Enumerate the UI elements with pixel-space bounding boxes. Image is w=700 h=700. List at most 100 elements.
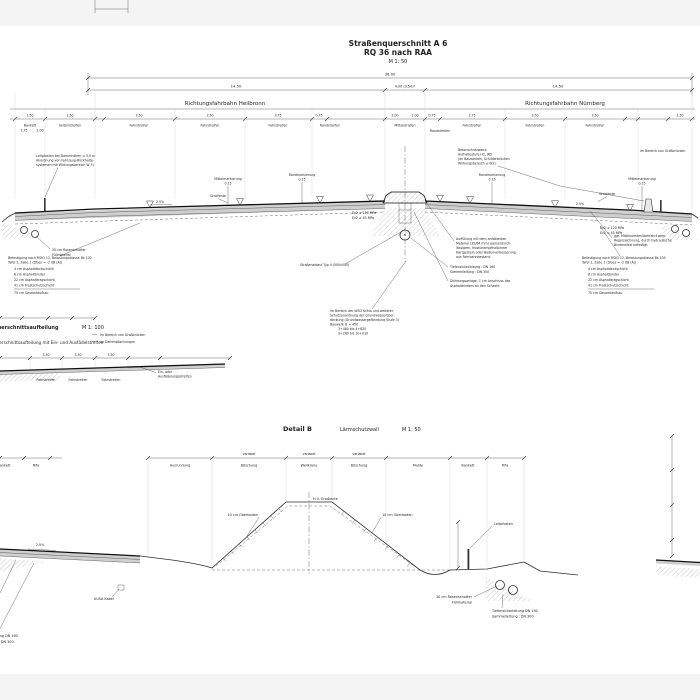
svg-text:75 cm Gesamtaufbau: 75 cm Gesamtaufbau bbox=[588, 291, 622, 295]
svg-text:3.50: 3.50 bbox=[42, 353, 49, 357]
svg-text:22 cm Asphalttragschicht: 22 cm Asphalttragschicht bbox=[588, 278, 630, 282]
noise-wall-profile: H.ü. Gradiente 10 cm Oberboden 10 cm Obe… bbox=[139, 492, 525, 575]
cable-duct-icon bbox=[117, 584, 125, 591]
svg-text:Fahrstreifen: Fahrstreifen bbox=[586, 124, 605, 128]
svg-text:0.15: 0.15 bbox=[638, 182, 645, 186]
detail-b-chains: Bankett Rifa variabel variabel variabel … bbox=[0, 452, 527, 568]
note-leitpfosten: Leitpfosten bei Dammhöhen ≥ 3,0 m Anordn… bbox=[36, 154, 95, 198]
dim-right-half: 14.50 bbox=[553, 84, 564, 89]
svg-text:Randmarkierung: Randmarkierung bbox=[289, 173, 316, 177]
svg-text:Bindemittel befestigt: Bindemittel befestigt bbox=[614, 243, 648, 247]
svg-text:Mittelmarkierung: Mittelmarkierung bbox=[628, 177, 655, 181]
svg-text:10 cm Oberboden: 10 cm Oberboden bbox=[382, 513, 413, 517]
svg-text:Ev2 ≥ 45 MPa: Ev2 ≥ 45 MPa bbox=[600, 231, 622, 235]
dim-left-half: 14.50 bbox=[231, 84, 242, 89]
svg-text:Ausrundung: Ausrundung bbox=[170, 464, 191, 468]
svg-text:Schutzanordnung der Grundwasse: Schutzanordnung der Grundwasserüber- bbox=[330, 314, 395, 318]
svg-text:3.50: 3.50 bbox=[206, 114, 213, 118]
svg-text:3.50: 3.50 bbox=[531, 114, 538, 118]
svg-text:3.50: 3.50 bbox=[135, 114, 142, 118]
svg-text:2.5%: 2.5% bbox=[36, 543, 45, 547]
svg-text:3.50: 3.50 bbox=[107, 353, 114, 357]
sheet-scale: M 1: 50 bbox=[389, 59, 408, 65]
level-triangle-icon bbox=[466, 196, 474, 204]
svg-text:Fahrstreifen: Fahrstreifen bbox=[69, 378, 88, 382]
svg-text:4 cm Asphaltdeckschicht: 4 cm Asphaltdeckschicht bbox=[14, 267, 55, 271]
svg-text:Randstreifen: Randstreifen bbox=[320, 124, 340, 128]
svg-text:Ausfädelungsstreifen: Ausfädelungsstreifen bbox=[158, 375, 192, 379]
note-grossbruecken: im Bereich von Großbrücken bbox=[640, 149, 685, 153]
detail-b-right-road: Leitpfosten 30 cm Rasenschotter Füllmate… bbox=[436, 519, 579, 619]
svg-text:Bankett: Bankett bbox=[24, 124, 37, 128]
svg-text:Rifa: Rifa bbox=[502, 464, 509, 468]
section2: querschnittsaufteilung M 1: 100 querschn… bbox=[0, 315, 233, 382]
embankment-hatch-right bbox=[662, 224, 698, 240]
svg-text:H.ü. Gradiente: H.ü. Gradiente bbox=[313, 497, 338, 501]
svg-text:Randstreifen: Randstreifen bbox=[430, 129, 450, 133]
svg-text:2.50: 2.50 bbox=[66, 114, 73, 118]
svg-text:Mittelmarkierung: Mittelmarkierung bbox=[214, 177, 241, 181]
drain-pipe-icon bbox=[31, 230, 39, 238]
svg-text:Hartgestein oder Bodenverbesse: Hartgestein oder Bodenverbesserung bbox=[456, 251, 516, 255]
svg-text:2.00: 2.00 bbox=[411, 114, 418, 118]
far-right-cut-detail bbox=[655, 433, 700, 578]
pavement-spec-right: Befestigung nach RStO 12, Belastungsklas… bbox=[581, 225, 666, 295]
svg-text:Böschung: Böschung bbox=[351, 464, 368, 468]
slope-hatching bbox=[222, 508, 411, 567]
svg-text:Anordnung von Fahrzeug-Rückhal: Anordnung von Fahrzeug-Rückhalte- bbox=[36, 159, 94, 163]
svg-text:Betonschutzwand,: Betonschutzwand, bbox=[458, 148, 487, 152]
svg-text:Seitenstreifen: Seitenstreifen bbox=[59, 124, 81, 128]
svg-text:variabel: variabel bbox=[243, 452, 256, 456]
detail-b-left-road: 2.5% Tiefensickerleitung DN 160 Sammelle… bbox=[0, 543, 141, 644]
dim-median: 4.00 (3.50)* bbox=[395, 85, 416, 89]
svg-text:Bauwerk D = 450: Bauwerk D = 450 bbox=[330, 323, 358, 327]
section2-scale: M 1: 100 bbox=[82, 325, 104, 331]
svg-text:AUSA Kabel: AUSA Kabel bbox=[94, 597, 114, 601]
drain-pipe-icon bbox=[671, 225, 679, 233]
svg-text:Wallkrone: Wallkrone bbox=[301, 464, 318, 468]
marking-labels: Mittelmarkierung 0.15 Randmarkierung 0.1… bbox=[149, 173, 656, 235]
svg-text:aus Fahrbahnbestand: aus Fahrbahnbestand bbox=[456, 255, 490, 259]
drain-pipe-icon bbox=[20, 226, 28, 234]
svg-text:Gradiente: Gradiente bbox=[210, 194, 226, 198]
svg-text:variabel: variabel bbox=[353, 452, 366, 456]
page-margin-bottom bbox=[0, 674, 700, 700]
center-annotations: Auffüllung mit dem anfallenden Material … bbox=[35, 204, 672, 336]
svg-text:Sammelleitung : DN 300: Sammelleitung : DN 300 bbox=[492, 615, 534, 619]
road-cross-section bbox=[1, 146, 699, 262]
svg-text:Ev2 ≥ 120 MPa: Ev2 ≥ 120 MPa bbox=[600, 226, 624, 230]
pavement-spec-left: Befestigung nach RStO 12, Belastungsklas… bbox=[7, 222, 141, 295]
drain-pipe-icon bbox=[682, 229, 690, 237]
svg-text:9+280 bis 10+010: 9+280 bis 10+010 bbox=[338, 332, 368, 336]
svg-text:3.50: 3.50 bbox=[74, 353, 81, 357]
lane-dimension-values: 1.50 2.50 3.50 3.50 3.75 0.75 2.00 2.00 … bbox=[26, 114, 683, 118]
svg-text:(an Bauwerken, Schilderbrücken: (an Bauwerken, Schilderbrücken bbox=[458, 157, 510, 161]
svg-text:ggf. Mittelstreifenüberfahrt g: ggf. Mittelstreifenüberfahrt gem. bbox=[614, 234, 666, 238]
svg-text:0.15: 0.15 bbox=[298, 178, 305, 182]
svg-text:Asphaltbinders an den Schacht: Asphaltbinders an den Schacht bbox=[450, 284, 500, 288]
svg-text:1.75: 1.75 bbox=[20, 129, 27, 133]
sheet-subtitle: RQ 36 nach RAA bbox=[364, 48, 432, 57]
svg-text:Tafel 1, Zeile 1 (DGes = -2 d: Tafel 1, Zeile 1 (DGes = -2 dB (A)) bbox=[7, 261, 62, 265]
svg-text:Fahrstreifen: Fahrstreifen bbox=[37, 378, 56, 382]
svg-text:0.15: 0.15 bbox=[224, 182, 231, 186]
svg-text:Im Bereich der WSG Kritta und: Im Bereich der WSG Kritta und weiterer bbox=[330, 309, 394, 313]
svg-text:3+480 bis 4+820: 3+480 bis 4+820 bbox=[338, 327, 366, 331]
svg-text:Leitpfosten: Leitpfosten bbox=[494, 522, 513, 526]
svg-text:Befestigung nach RStO 12, Bela: Befestigung nach RStO 12, Belastungsklas… bbox=[582, 256, 666, 260]
svg-text:Ein- oder: Ein- oder bbox=[158, 370, 173, 374]
svg-text:Sammelleitung : DN 300: Sammelleitung : DN 300 bbox=[0, 640, 14, 644]
svg-text:8 cm Asphaltbinder: 8 cm Asphaltbinder bbox=[14, 273, 46, 277]
svg-text:8 cm Asphaltbinder: 8 cm Asphaltbinder bbox=[588, 273, 620, 277]
svg-text:Tiefensickerleitung DN 160: Tiefensickerleitung DN 160 bbox=[491, 609, 538, 613]
svg-text:Fahrstreifen: Fahrstreifen bbox=[102, 378, 121, 382]
svg-text:Straßenablauf Typ II (500x500): Straßenablauf Typ II (500x500) bbox=[300, 263, 349, 267]
page-margin-top bbox=[0, 0, 700, 26]
svg-text:Tiefensickerleitung : DN 160: Tiefensickerleitung : DN 160 bbox=[449, 265, 495, 269]
svg-text:2.5%: 2.5% bbox=[576, 202, 584, 206]
svg-text:Tiefensickerleitung DN 160: Tiefensickerleitung DN 160 bbox=[0, 634, 18, 638]
sheet-title: Straßenquerschnitt A 6 bbox=[349, 39, 448, 48]
svg-text:0.75: 0.75 bbox=[428, 114, 435, 118]
svg-text:Gradiente: Gradiente bbox=[599, 192, 615, 196]
extension-lines bbox=[14, 92, 693, 208]
